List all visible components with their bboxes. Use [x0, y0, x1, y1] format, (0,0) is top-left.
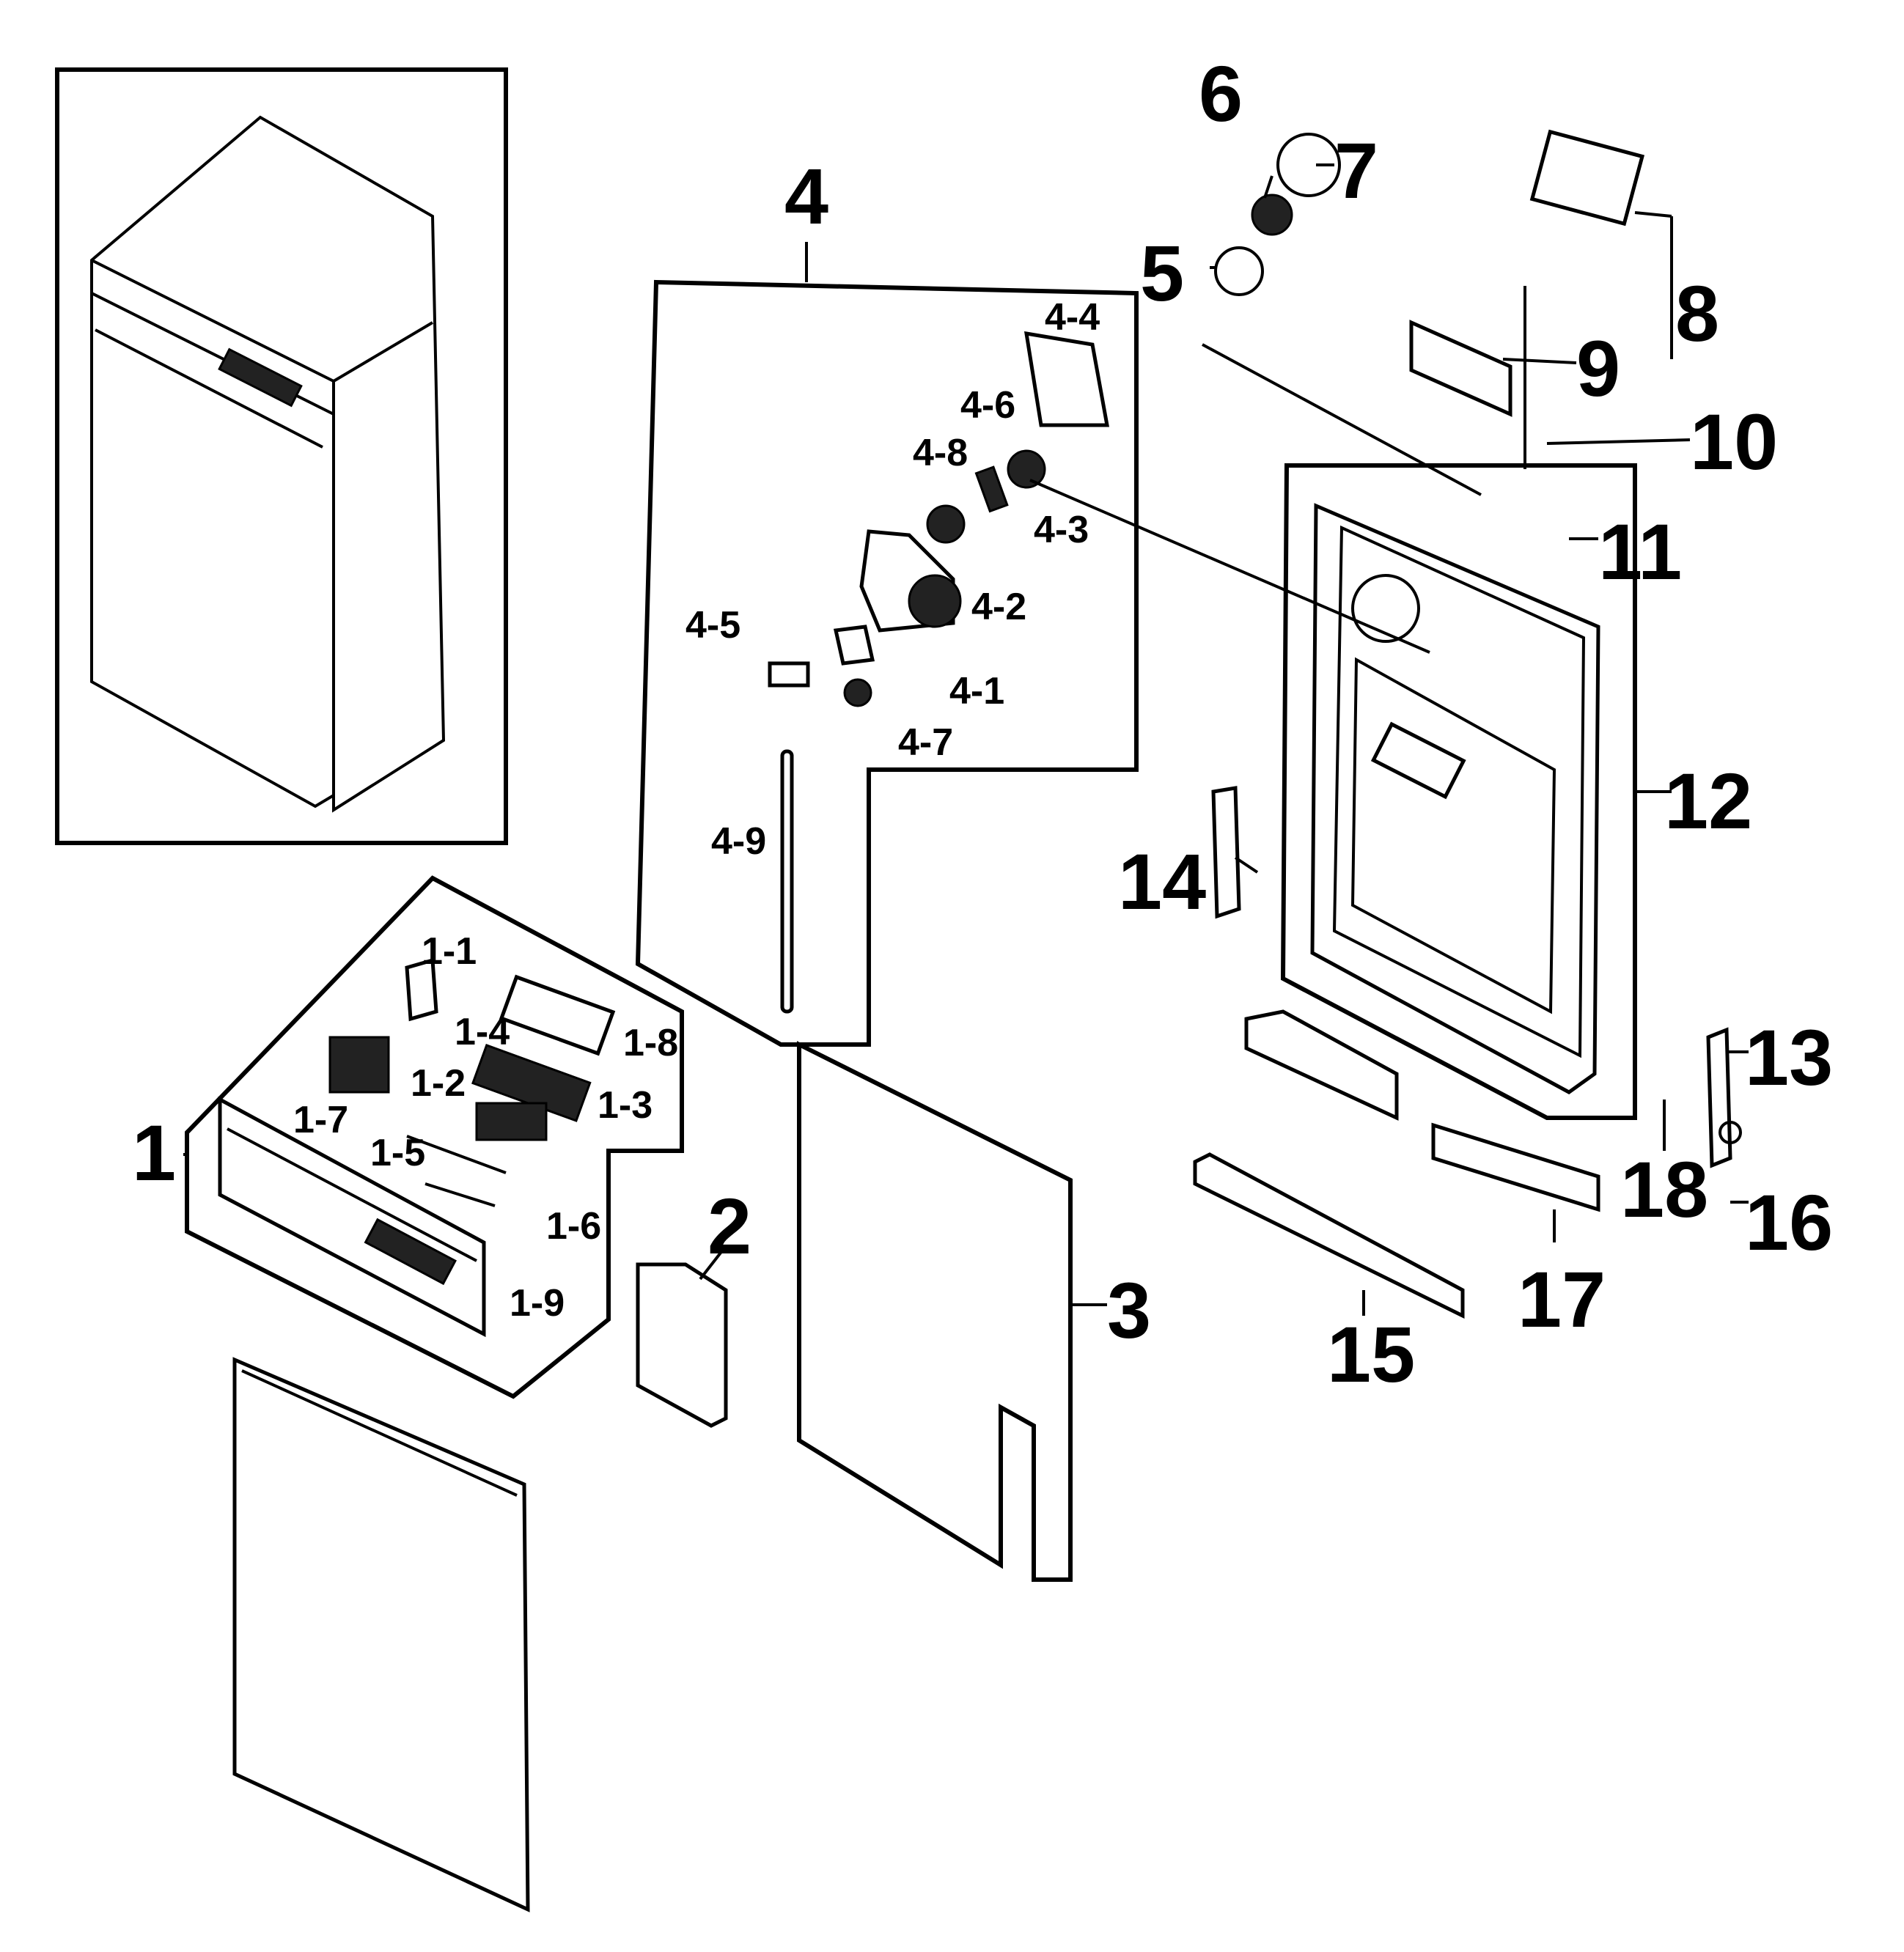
label-1-6: 1-6: [546, 1205, 601, 1248]
inset-dishwasher-view: [55, 67, 508, 845]
bottom-rails: [1193, 1009, 1600, 1319]
label-1-7: 1-7: [293, 1099, 348, 1141]
label-4-4: 4-4: [1045, 296, 1100, 339]
part-labels: 1 1-1 1-2 1-3 1-4 1-5 1-6 1-7 1-8 1-9 2 …: [132, 49, 1833, 1399]
outer-door-panel: [232, 1357, 530, 1912]
label-4-7: 4-7: [898, 721, 953, 764]
label-1-2: 1-2: [411, 1062, 466, 1105]
label-13: 13: [1745, 1013, 1833, 1102]
dispenser-assembly-group: [635, 279, 1139, 1047]
leader-lines: [183, 163, 1749, 1316]
label-4-3: 4-3: [1034, 509, 1089, 551]
label-17: 17: [1518, 1255, 1606, 1344]
label-12: 12: [1664, 756, 1752, 845]
label-7: 7: [1334, 126, 1378, 215]
parts-5-6-7-rings: [1214, 133, 1341, 296]
part-3-inner-panel: [797, 1041, 1073, 1582]
label-1-4: 1-4: [455, 1011, 510, 1053]
label-1-1: 1-1: [422, 930, 477, 973]
label-5: 5: [1140, 229, 1184, 317]
label-4-6: 4-6: [960, 384, 1015, 427]
label-11: 11: [1598, 507, 1682, 596]
label-8: 8: [1675, 269, 1719, 358]
side-hinge-brackets: [1211, 786, 1742, 1168]
label-14: 14: [1118, 837, 1206, 926]
label-1-5: 1-5: [370, 1132, 425, 1174]
label-4: 4: [784, 152, 828, 240]
label-16: 16: [1745, 1178, 1833, 1267]
label-4-1: 4-1: [949, 670, 1004, 712]
label-3: 3: [1107, 1266, 1151, 1355]
label-4-9: 4-9: [711, 820, 766, 863]
label-10: 10: [1690, 397, 1778, 486]
label-15: 15: [1327, 1310, 1415, 1399]
label-4-8: 4-8: [913, 432, 968, 474]
control-panel-assembly-group: [185, 875, 684, 1399]
label-1-9: 1-9: [510, 1282, 565, 1325]
label-4-2: 4-2: [971, 586, 1026, 628]
part-2-bracket: [636, 1262, 728, 1428]
tub-frame-group: [1029, 286, 1637, 1120]
label-9: 9: [1576, 324, 1620, 413]
label-1-8: 1-8: [623, 1022, 678, 1064]
label-6: 6: [1199, 49, 1243, 138]
label-1-3: 1-3: [598, 1084, 653, 1127]
label-2: 2: [707, 1182, 751, 1270]
label-1: 1: [132, 1108, 176, 1197]
parts-8-9-top-brackets: [1409, 129, 1645, 417]
label-18: 18: [1620, 1145, 1708, 1234]
label-4-5: 4-5: [685, 604, 740, 647]
